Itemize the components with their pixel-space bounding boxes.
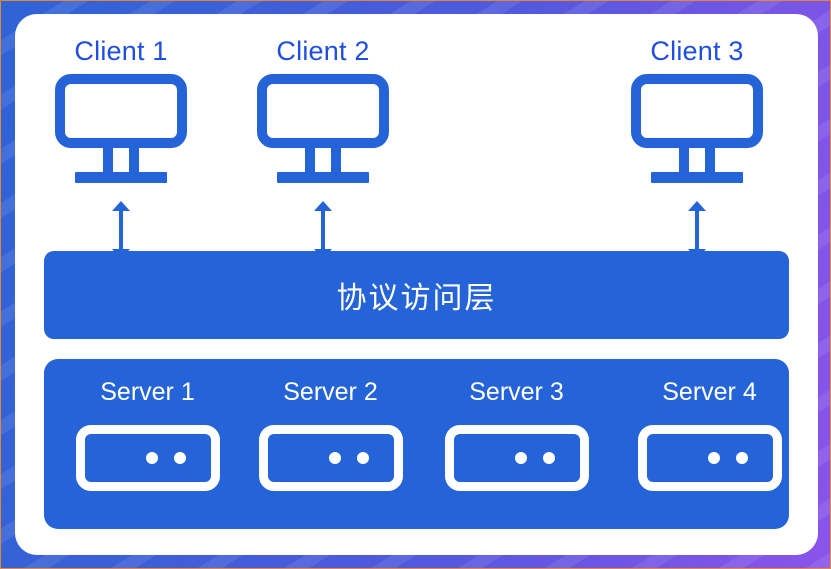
server-icon [444, 425, 589, 491]
client-node-2[interactable]: Client 2 [238, 36, 408, 184]
server-icon [258, 425, 403, 491]
arrow-head-up-icon [112, 201, 130, 211]
server-pool-panel: Server 1 Server 2 Server 3 Server 4 [44, 359, 789, 529]
server-led-1 [145, 452, 158, 464]
monitor-screen [55, 74, 187, 148]
client-node-3[interactable]: Client 3 [612, 36, 782, 184]
protocol-access-layer-label: 协议访问层 [336, 281, 497, 316]
monitor-stand-left [679, 148, 689, 174]
server-led-2 [356, 452, 369, 464]
server-label: Server 3 [469, 378, 564, 406]
client-label: Client 1 [74, 36, 168, 66]
monitor-stand-right [705, 148, 715, 174]
server-led-1 [328, 452, 341, 464]
monitor-icon [55, 74, 187, 184]
server-led-2 [173, 452, 186, 464]
protocol-access-layer-bar[interactable]: 协议访问层 [44, 251, 789, 339]
server-node-1[interactable]: Server 1 [60, 377, 235, 491]
monitor-screen [631, 74, 763, 148]
monitor-icon [257, 74, 389, 184]
monitor-base [277, 172, 369, 183]
server-led-1 [707, 452, 720, 464]
server-led-2 [542, 452, 555, 464]
server-label: Server 4 [662, 378, 757, 406]
monitor-icon [631, 74, 763, 184]
monitor-base [651, 172, 743, 183]
server-label: Server 2 [283, 378, 378, 406]
arrow-head-up-icon [688, 201, 706, 211]
client-label: Client 3 [650, 36, 744, 66]
monitor-stand-right [331, 148, 341, 174]
server-led-1 [514, 452, 527, 464]
arrow-shaft [119, 208, 123, 252]
client-node-1[interactable]: Client 1 [36, 36, 206, 184]
arrow-head-up-icon [314, 201, 332, 211]
server-icon [637, 425, 782, 491]
arrow-shaft [321, 208, 325, 252]
server-icon [75, 425, 220, 491]
server-node-4[interactable]: Server 4 [622, 377, 797, 491]
client-label: Client 2 [276, 36, 370, 66]
server-node-2[interactable]: Server 2 [243, 377, 418, 491]
monitor-base [75, 172, 167, 183]
monitor-screen [257, 74, 389, 148]
server-label: Server 1 [100, 378, 195, 406]
arrow-shaft [695, 208, 699, 252]
monitor-stand-left [305, 148, 315, 174]
server-node-3[interactable]: Server 3 [429, 377, 604, 491]
monitor-stand-right [129, 148, 139, 174]
server-led-2 [735, 452, 748, 464]
monitor-stand-left [103, 148, 113, 174]
